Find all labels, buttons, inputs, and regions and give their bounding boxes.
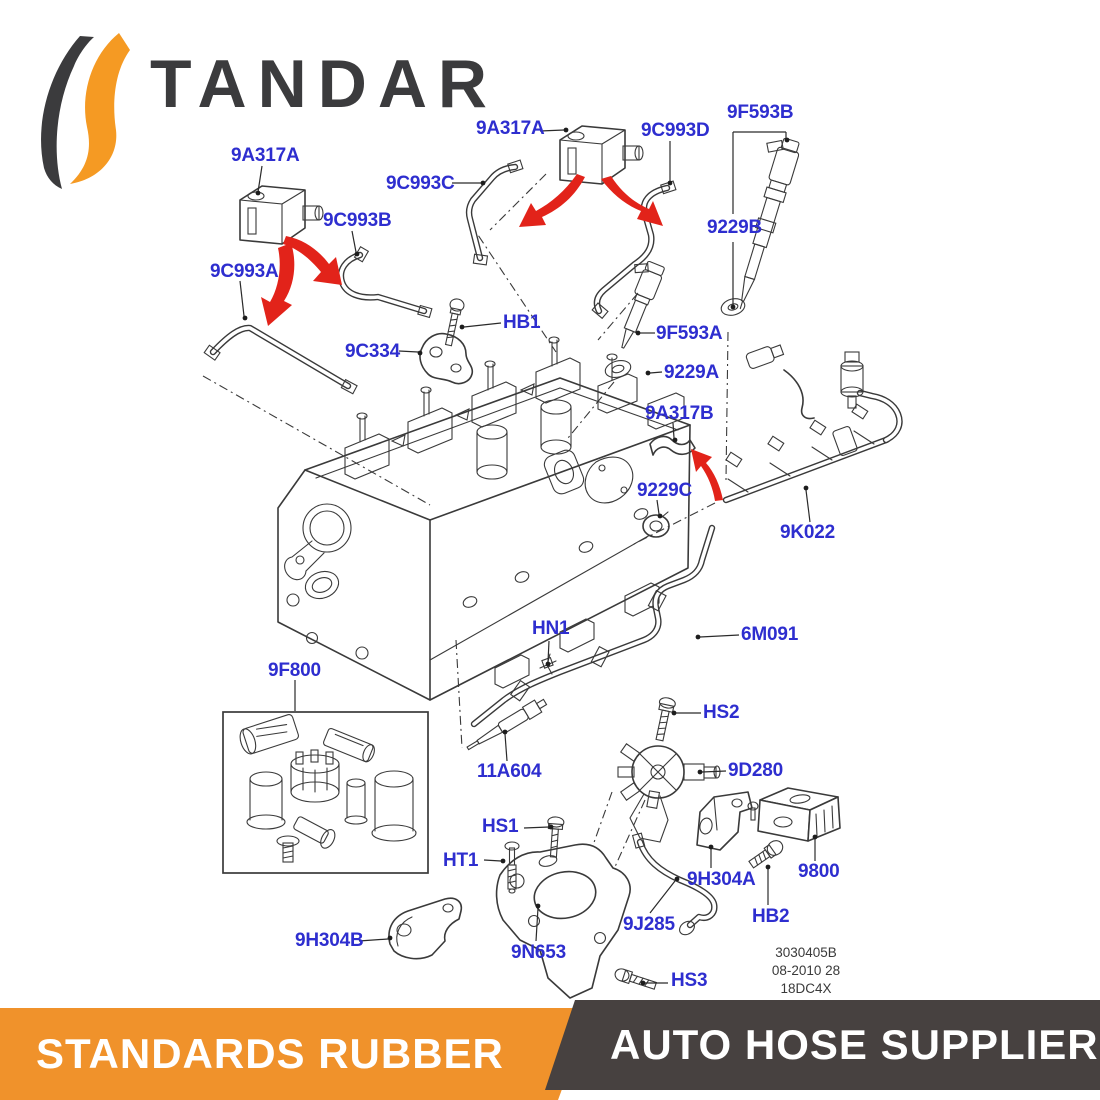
part-label-hb2: HB2 [752, 906, 790, 927]
red-arrow [519, 174, 585, 227]
logo-s-icon [41, 33, 130, 189]
red-arrow [601, 176, 663, 226]
red-arrow [283, 236, 342, 285]
block-9800 [747, 787, 841, 842]
banner-right-text: AUTO HOSE SUPPLIER [610, 1021, 1099, 1068]
injector-9f593b [720, 137, 800, 316]
banner-dark-panel [545, 1000, 1100, 1090]
part-label-9f593b: 9F593B [727, 102, 794, 123]
part-label-hs2: HS2 [703, 702, 740, 723]
pipe-9j285 [631, 832, 718, 936]
bolt-hs1 [547, 816, 565, 858]
pipe-9c993a [203, 324, 358, 395]
part-label-9h304b: 9H304B [295, 930, 364, 951]
bolt-hs2 [655, 697, 676, 742]
pipe-6m091 [470, 524, 716, 728]
seal-9229c [642, 511, 670, 538]
bracket-9h304a [696, 791, 753, 851]
part-label-9d280: 9D280 [728, 760, 783, 781]
part-label-9h304a: 9H304A [687, 869, 756, 890]
clip-hn1 [539, 653, 557, 675]
glow-plug-11a604 [466, 698, 548, 751]
part-label-9c993a: 9C993A [210, 261, 279, 282]
bolt-hb2 [748, 840, 784, 869]
part-label-hs3: HS3 [671, 970, 708, 991]
part-label-6m091: 6M091 [741, 624, 799, 645]
banner-orange-panel [0, 1008, 592, 1100]
part-label-hb1: HB1 [503, 312, 541, 333]
bottom-banner [0, 1000, 1100, 1100]
part-label-9f800: 9F800 [268, 660, 321, 681]
pipe-9c993c [465, 159, 524, 266]
clip-9a317b [649, 435, 696, 456]
part-label-9n653: 9N653 [511, 942, 566, 963]
part-label-ht1: HT1 [443, 850, 479, 871]
red-arrow [261, 243, 295, 326]
red-arrows [261, 174, 723, 501]
pipe-9c993b [337, 246, 433, 319]
stud-ht1 [504, 841, 520, 894]
part-label-9229c: 9229C [637, 480, 692, 501]
engine-cylinder-head-drawing [277, 336, 691, 701]
part-label-9229b: 9229B [707, 217, 762, 238]
banner-left-text: STANDARDS RUBBER [36, 1030, 504, 1077]
fuel-rail-9k022 [722, 344, 903, 504]
logo-brand-text: TANDAR [150, 46, 499, 122]
part-label-hs1: HS1 [482, 816, 519, 837]
part-label-9a317a-left: 9A317A [231, 145, 300, 166]
part-label-9j285: 9J285 [623, 914, 675, 935]
leader-lines [239, 127, 818, 986]
part-label-9a317b: 9A317B [645, 403, 714, 424]
part-label-9c993d: 9C993D [641, 120, 710, 141]
part-label-hn1: HN1 [532, 618, 570, 639]
bolt-hb1 [444, 298, 465, 347]
part-label-9800: 9800 [798, 861, 840, 882]
bolt-hs3 [614, 968, 658, 990]
part-label-9c993c: 9C993C [386, 173, 455, 194]
part-label-9c334: 9C334 [345, 341, 400, 362]
part-label-9a317a-top: 9A317A [476, 118, 545, 139]
drawing-number-line2: 08-2010 28 [771, 963, 841, 978]
part-label-9229a: 9229A [664, 362, 719, 383]
bracket-9c334 [419, 332, 474, 385]
injector-9f593a [604, 260, 665, 378]
part-label-9c993b: 9C993B [323, 210, 392, 231]
drawing-number-line1: 3030405B [775, 945, 837, 960]
pipe-9c993d [591, 180, 677, 320]
part-label-9k022: 9K022 [780, 522, 835, 543]
pump-9d280 [617, 743, 721, 843]
part-label-11a604: 11A604 [477, 761, 542, 782]
part-label-9f593a: 9F593A [656, 323, 723, 344]
sensor-9a317a-left [239, 185, 324, 245]
bracket-9h304b [388, 897, 463, 960]
drawing-number-line3: 18DC4X [780, 981, 832, 996]
red-arrow [691, 449, 723, 501]
kit-box-9f800 [222, 711, 429, 874]
sensor-9a317a-top [559, 125, 644, 185]
bracket-9n653 [495, 843, 631, 999]
